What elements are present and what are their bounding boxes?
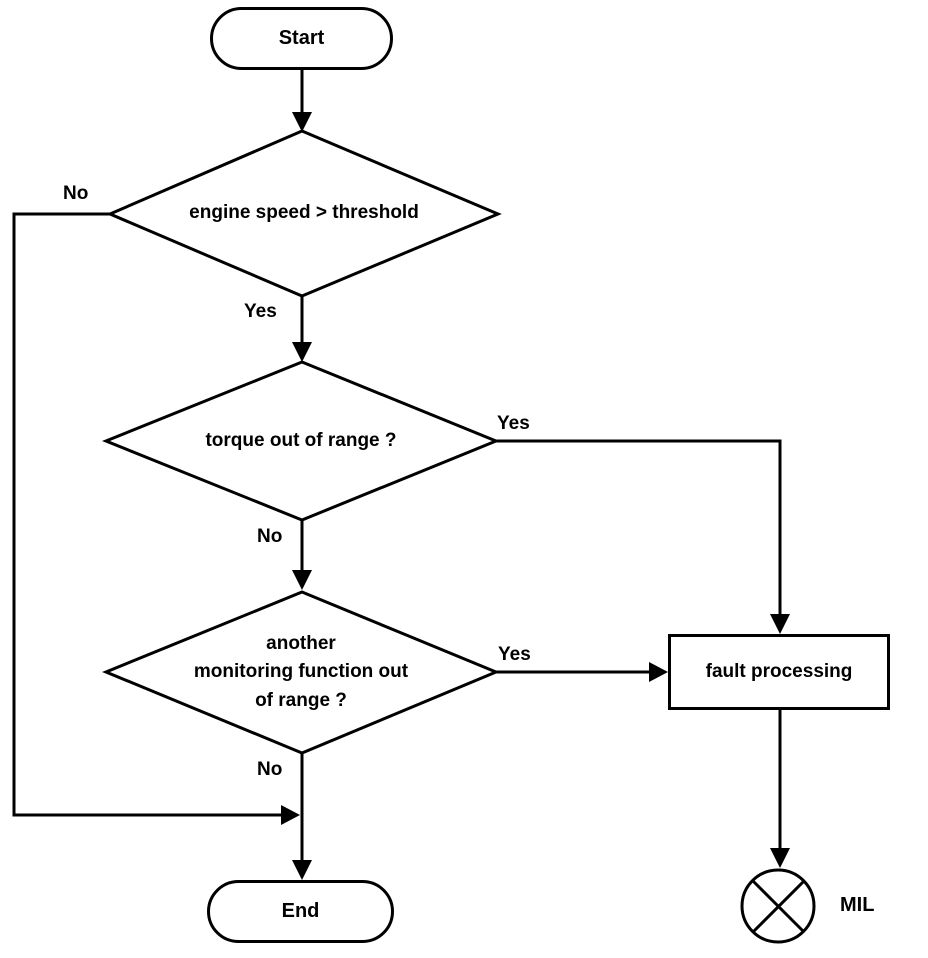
decision-torque	[101, 360, 500, 522]
decision-another-monitoring	[102, 590, 500, 755]
arrowhead-engine-speed-no-loop	[281, 805, 300, 825]
arrowhead-start-to-engine-speed	[292, 112, 312, 132]
arrowhead-fault-to-mil	[770, 848, 790, 868]
arrowhead-another-no-to-end	[292, 860, 312, 880]
start-terminator: Start	[210, 7, 393, 70]
edge-label-no-engine-speed: No	[63, 183, 89, 204]
mil-lamp-icon	[740, 868, 816, 944]
end-label: End	[281, 900, 320, 922]
edge-label-yes-torque: Yes	[497, 413, 530, 434]
fault-processing-box: fault processing	[668, 634, 890, 710]
connector-torque-yes	[494, 439, 782, 618]
decision-engine-speed	[106, 129, 502, 298]
fault-processing-label: fault processing	[705, 661, 853, 682]
edge-label-yes-engine-speed: Yes	[244, 301, 277, 322]
connector-engine-speed-no-loop	[12, 212, 284, 817]
mil-label: MIL	[840, 894, 875, 916]
edge-label-no-torque: No	[257, 526, 283, 547]
arrowhead-torque-no	[292, 570, 312, 590]
edge-label-yes-another: Yes	[498, 644, 531, 665]
arrowhead-torque-yes	[770, 614, 790, 634]
mil-lamp-cross-line-2	[751, 879, 806, 934]
arrowhead-engine-speed-yes	[292, 342, 312, 362]
start-label: Start	[278, 27, 325, 49]
arrowhead-another-yes	[649, 662, 668, 682]
end-terminator: End	[207, 880, 394, 943]
edge-label-no-another: No	[257, 759, 283, 780]
